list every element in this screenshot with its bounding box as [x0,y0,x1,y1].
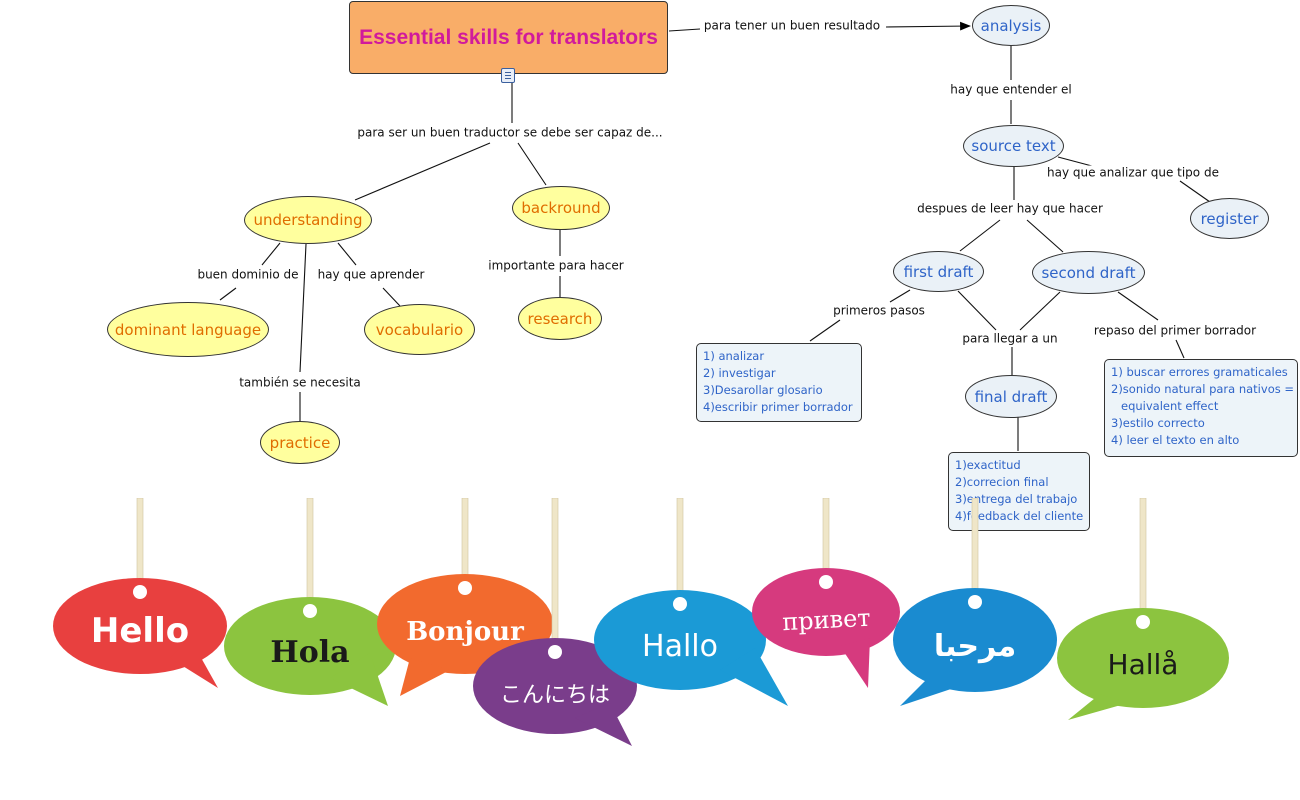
link-label-para-tener: para tener un buen resultado [701,18,883,34]
node-label: research [527,309,593,328]
link-label-repaso: repaso del primer borrador [1091,323,1259,339]
bubble-tail [575,703,632,746]
link-label-buen-dominio: buen dominio de [195,267,301,283]
bubble-tail [330,653,388,706]
note-line: 1) analizar [703,349,765,363]
greeting-bubble: Hello [53,498,227,688]
greeting-bubble: こんにちは [473,498,637,746]
bubble-tail [720,648,788,706]
note-first-draft-steps[interactable]: 1) analizar 2) investigar 3)Desarollar g… [696,343,862,422]
bubble-tail [170,638,218,688]
node-backround[interactable]: backround [512,186,610,230]
link-label-importante: importante para hacer [486,258,626,274]
tag-hole [303,604,317,618]
note-line: equivalent effect [1121,399,1219,413]
tag-hole [968,595,982,609]
note-line: 1)exactitud [955,458,1021,472]
note-line: 1) buscar errores gramaticales [1111,365,1288,379]
greeting-bubble: Hallo [594,498,788,706]
note-line: 3)entrega del trabajo [955,492,1078,506]
greeting-bubble: مرحبا [893,498,1057,706]
link-label-primeros-pasos: primeros pasos [831,303,927,319]
link-label-para-ser: para ser un buen traductor se debe ser c… [355,125,665,141]
bubble-tail [900,676,960,706]
node-understanding[interactable]: understanding [244,196,372,244]
node-first-draft[interactable]: first draft [893,251,984,292]
note-line: 2)sonido natural para nativos = [1111,382,1295,396]
bubble-tail [840,638,870,688]
node-label: understanding [253,211,363,229]
node-dominant-language[interactable]: dominant language [107,302,269,357]
greeting-word: こんにちは [500,683,610,708]
node-label: analysis [980,16,1042,35]
greeting-word: Hallå [1108,648,1179,681]
node-label: dominant language [114,320,262,339]
node-label: second draft [1041,263,1136,282]
tag-hole [673,597,687,611]
greeting-word: Hello [91,611,189,651]
node-second-draft[interactable]: second draft [1032,251,1145,294]
greeting-word: Bonjour [406,617,524,647]
greeting-word: Hola [270,635,349,670]
bubble-tail [1068,694,1128,720]
note-line: 4)feedback del cliente [955,509,1084,523]
link-label-hay-que-aprender: hay que aprender [315,267,427,283]
bubble-shape [1057,608,1229,708]
greeting-bubble: Hallå [1057,498,1229,720]
tag-hole [458,581,472,595]
bubble-shape [893,588,1057,692]
node-label: backround [521,199,601,217]
link-label-para-llegar: para llegar a un [960,331,1060,347]
bubble-shape [594,590,766,690]
node-register[interactable]: register [1190,198,1269,239]
central-topic-node[interactable]: Essential skills for translators [349,1,668,74]
node-vocabulario[interactable]: vocabulario [364,304,475,355]
link-label-despues-de-leer: despues de leer hay que hacer [915,201,1105,217]
node-label: register [1200,209,1259,228]
note-line: 2)correcion final [955,475,1049,489]
tag-hole [819,575,833,589]
note-line: 2) investigar [703,366,776,380]
bubble-tail [400,658,450,696]
greeting-bubble: Hola [224,498,396,706]
node-research[interactable]: research [518,297,602,340]
node-source-text[interactable]: source text [963,125,1064,167]
greeting-word: مرحبا [934,629,1016,664]
link-label-tambien: también se necesita [237,375,363,391]
node-practice[interactable]: practice [260,421,340,464]
note-line: 4) leer el texto en alto [1111,433,1240,447]
note-line: 3)estilo correcto [1111,416,1205,430]
greeting-word: привет [782,604,872,637]
node-label: first draft [903,262,974,281]
bubble-shape [752,568,900,656]
tag-hole [548,645,562,659]
node-analysis[interactable]: analysis [972,5,1050,46]
note-second-draft-steps[interactable]: 1) buscar errores gramaticales 2)sonido … [1104,359,1298,457]
node-label: vocabulario [375,320,464,339]
tag-hole [1136,615,1150,629]
greeting-bubble: привет [752,498,900,688]
note-line: 4)escribir primer borrador [703,400,853,414]
note-line: 3)Desarollar glosario [703,383,823,397]
node-label: source text [971,137,1056,155]
link-label-hay-que-analizar: hay que analizar que tipo de [1045,165,1221,181]
greeting-word: Hallo [642,629,718,664]
node-label: final draft [974,387,1048,406]
node-final-draft[interactable]: final draft [965,375,1057,418]
node-label: practice [269,433,331,452]
central-topic-label: Essential skills for translators [359,25,658,49]
note-final-draft-steps[interactable]: 1)exactitud 2)correcion final 3)entrega … [948,452,1090,531]
document-icon[interactable] [501,68,515,83]
hanging-string [551,498,559,659]
link-label-hay-que-entender: hay que entender el [948,82,1074,98]
tag-hole [133,585,147,599]
